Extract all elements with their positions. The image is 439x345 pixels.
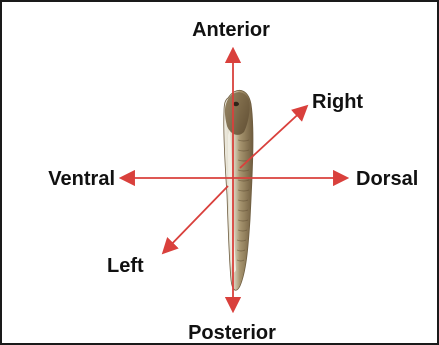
tadpole-embryo-image — [224, 90, 253, 290]
posterior-label: Posterior — [188, 322, 276, 344]
left-arrow — [164, 186, 228, 252]
dorsal-label: Dorsal — [356, 168, 418, 190]
left-label: Left — [107, 255, 144, 277]
ventral-label: Ventral — [48, 168, 115, 190]
right-label: Right — [312, 91, 363, 113]
anterior-label: Anterior — [192, 19, 270, 41]
